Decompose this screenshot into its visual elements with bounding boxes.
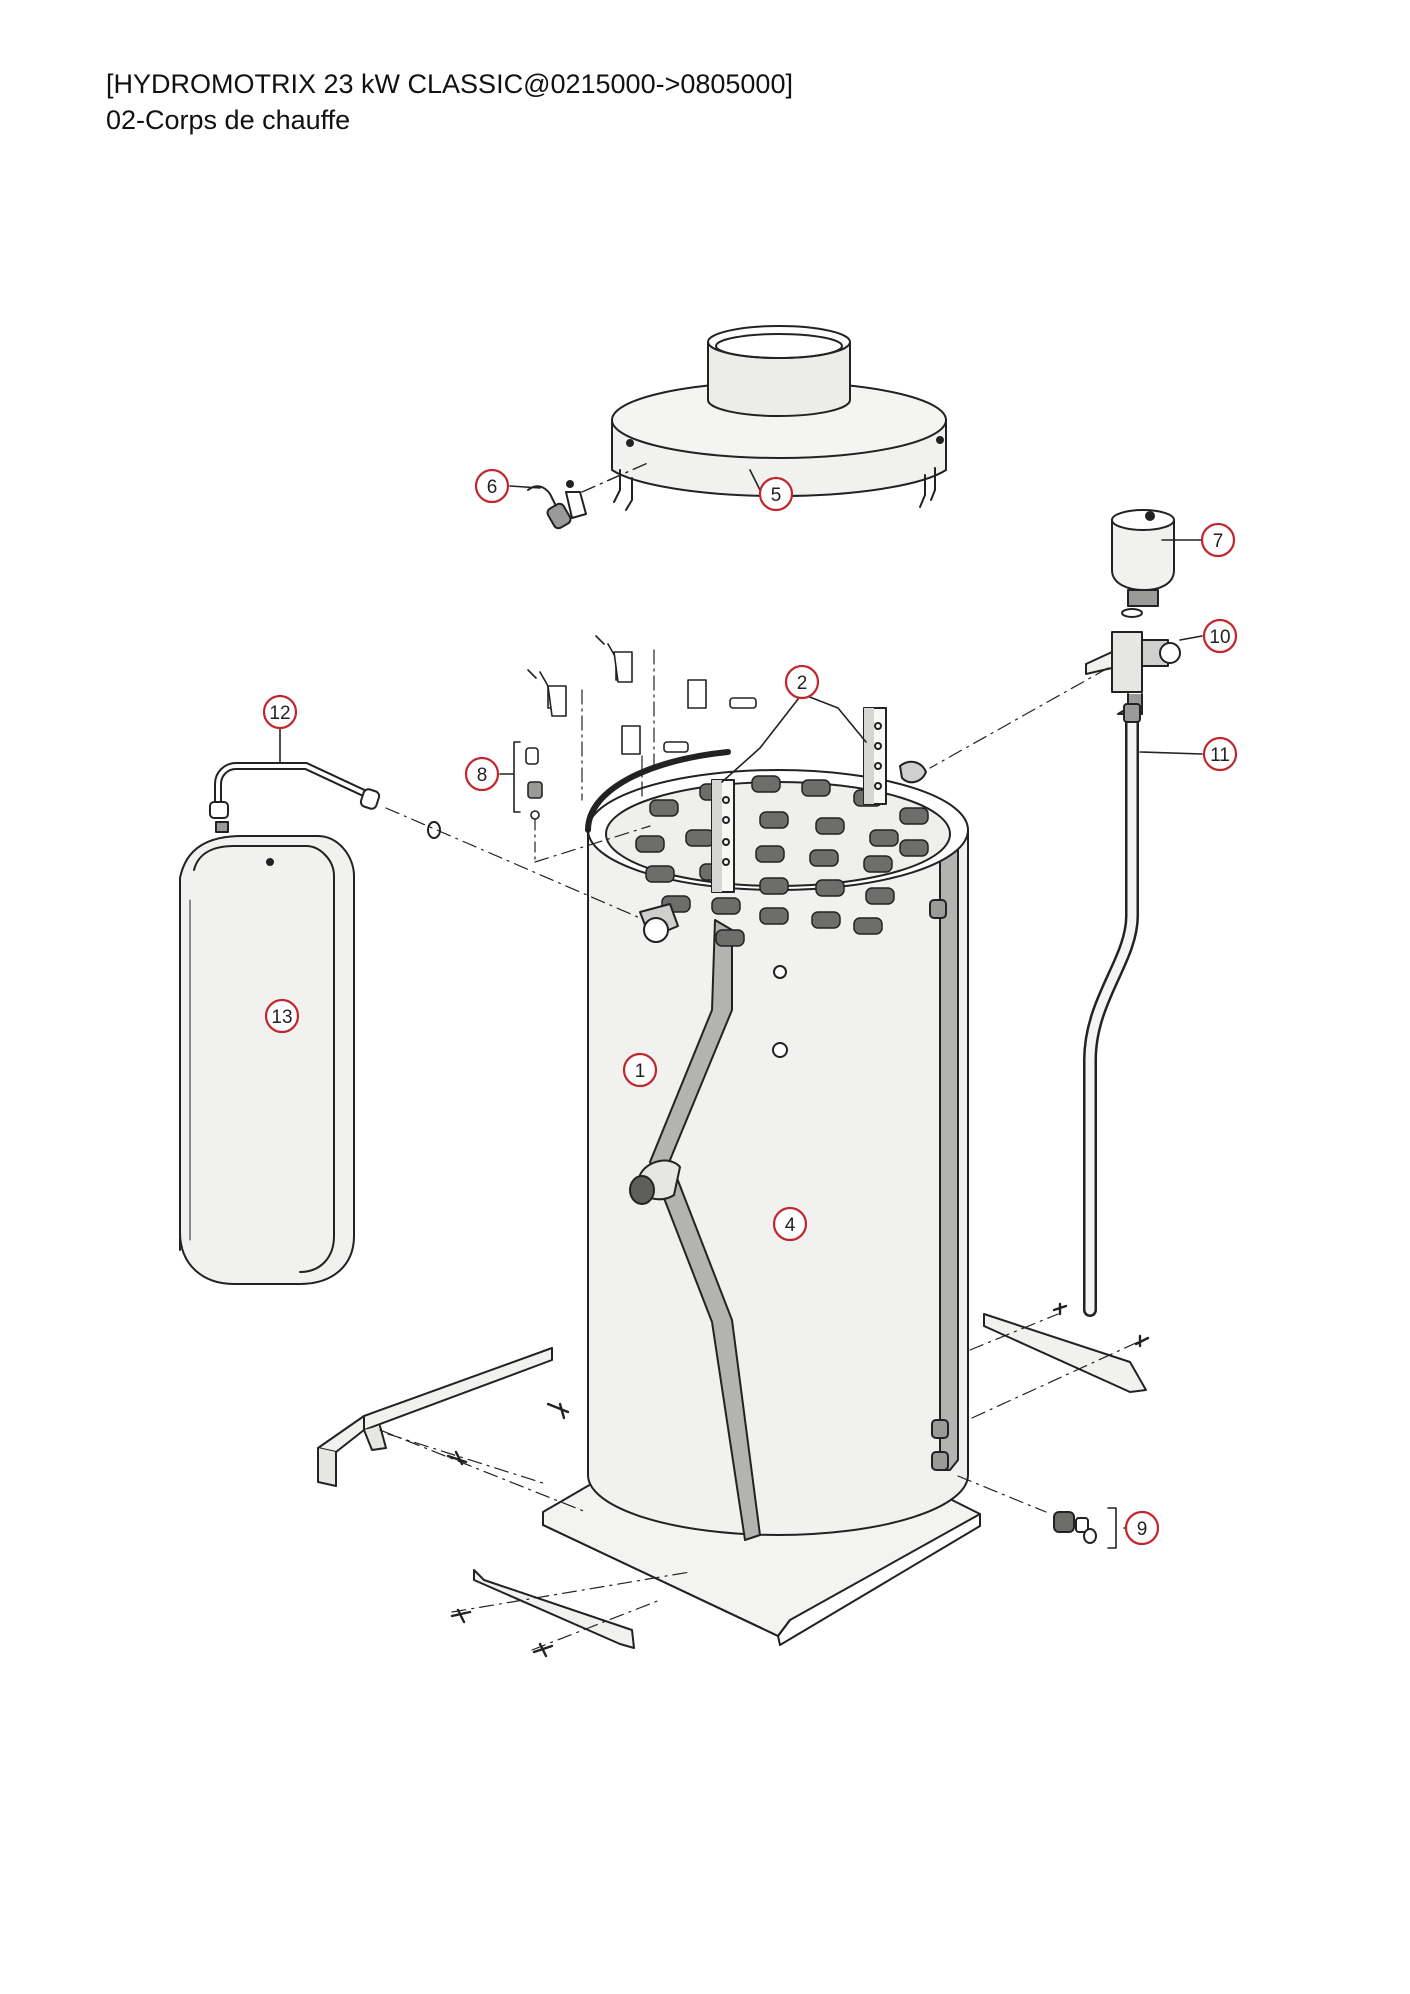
expansion-tank-13 bbox=[179, 821, 355, 1285]
callout-5: 5 bbox=[758, 476, 794, 512]
top-cover bbox=[611, 325, 947, 511]
drain-fitting-9 bbox=[1053, 1507, 1117, 1549]
callouts: 1 2 4 5 6 7 8 9 bbox=[262, 468, 1238, 1546]
fitting-8 bbox=[513, 741, 651, 863]
callout-4-label: 4 bbox=[785, 1215, 796, 1236]
heating-body bbox=[542, 707, 981, 1646]
callout-12-label: 12 bbox=[269, 703, 290, 724]
callout-2-label: 2 bbox=[797, 673, 808, 694]
diagram-subtitle: 02-Corps de chauffe bbox=[106, 105, 351, 135]
title-block: [HYDROMOTRIX 23 kW CLASSIC@0215000->0805… bbox=[106, 66, 793, 138]
callout-9-label: 9 bbox=[1137, 1519, 1148, 1540]
support-bars bbox=[317, 1302, 1150, 1658]
callout-7-label: 7 bbox=[1213, 531, 1224, 552]
tube-11 bbox=[1083, 703, 1141, 1317]
air-vent-assembly bbox=[929, 509, 1181, 769]
callout-11: 11 bbox=[1202, 736, 1238, 772]
callout-6: 6 bbox=[474, 468, 510, 504]
callout-8: 8 bbox=[464, 756, 500, 792]
callout-13-label: 13 bbox=[271, 1007, 292, 1028]
callout-11-label: 11 bbox=[1210, 745, 1230, 766]
pipe-12 bbox=[209, 762, 641, 919]
callout-6-label: 6 bbox=[487, 477, 498, 498]
mounting-clips bbox=[527, 635, 757, 801]
diagram-title: [HYDROMOTRIX 23 kW CLASSIC@0215000->0805… bbox=[106, 69, 793, 99]
callout-10: 10 bbox=[1202, 618, 1238, 654]
callout-1-label: 1 bbox=[635, 1061, 646, 1082]
callout-2: 2 bbox=[784, 664, 820, 700]
callout-7: 7 bbox=[1200, 522, 1236, 558]
callout-12: 12 bbox=[262, 694, 298, 730]
callout-8-label: 8 bbox=[477, 765, 488, 786]
callout-5-label: 5 bbox=[771, 485, 782, 506]
callout-4: 4 bbox=[772, 1206, 808, 1242]
callout-1: 1 bbox=[622, 1052, 658, 1088]
callout-9: 9 bbox=[1124, 1510, 1160, 1546]
callout-10-label: 10 bbox=[1209, 627, 1230, 648]
callout-13: 13 bbox=[264, 998, 300, 1034]
